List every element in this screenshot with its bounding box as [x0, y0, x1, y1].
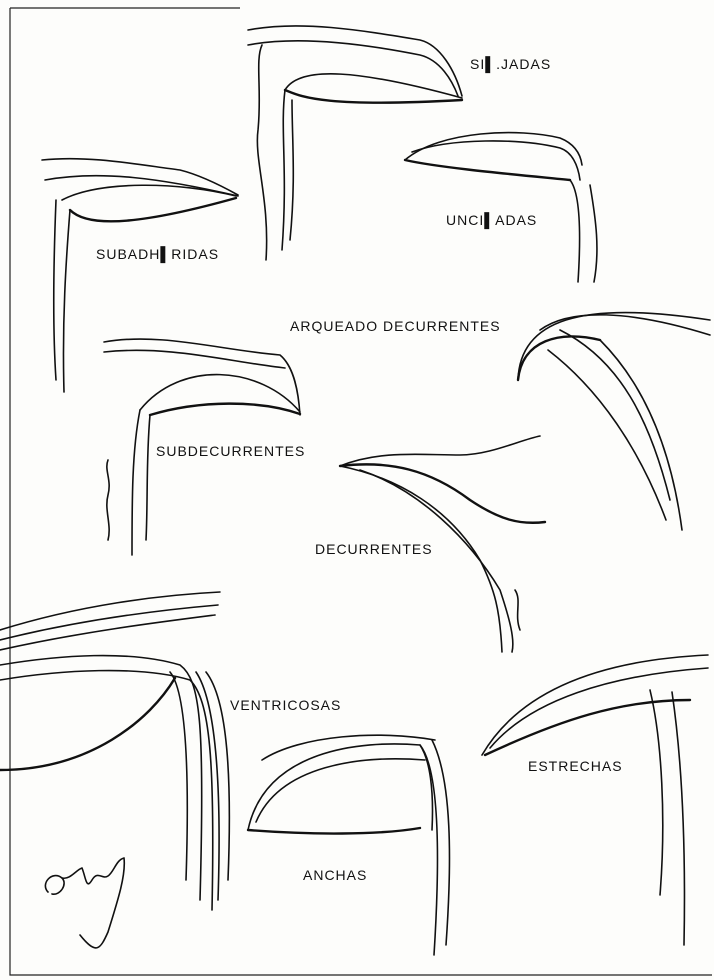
drawing-ventricosas: [0, 592, 229, 910]
drawing-arqueado-decurrentes: [518, 313, 710, 531]
label-subadheridas: SUBADH▌RIDAS: [96, 246, 219, 262]
drawing-uncinadas: [405, 133, 597, 282]
drawing-anchas: [248, 735, 449, 955]
page-frame: [10, 8, 712, 975]
label-uncinadas: UNCI▌ADAS: [446, 212, 537, 228]
label-subdecurrentes: SUBDECURRENTES: [156, 443, 305, 459]
label-arqueado-decurrentes: ARQUEADO DECURRENTES: [290, 318, 501, 334]
label-anchas: ANCHAS: [303, 867, 367, 883]
label-ventricosas: VENTRICOSAS: [230, 697, 341, 713]
label-decurrentes: DECURRENTES: [315, 541, 433, 557]
artist-signature: [45, 858, 124, 948]
label-estrechas: ESTRECHAS: [528, 758, 623, 774]
drawing-estrechas: [482, 655, 708, 945]
drawing-sinuadas: [248, 26, 462, 260]
label-sinuadas: SI▌.JADAS: [470, 56, 551, 72]
